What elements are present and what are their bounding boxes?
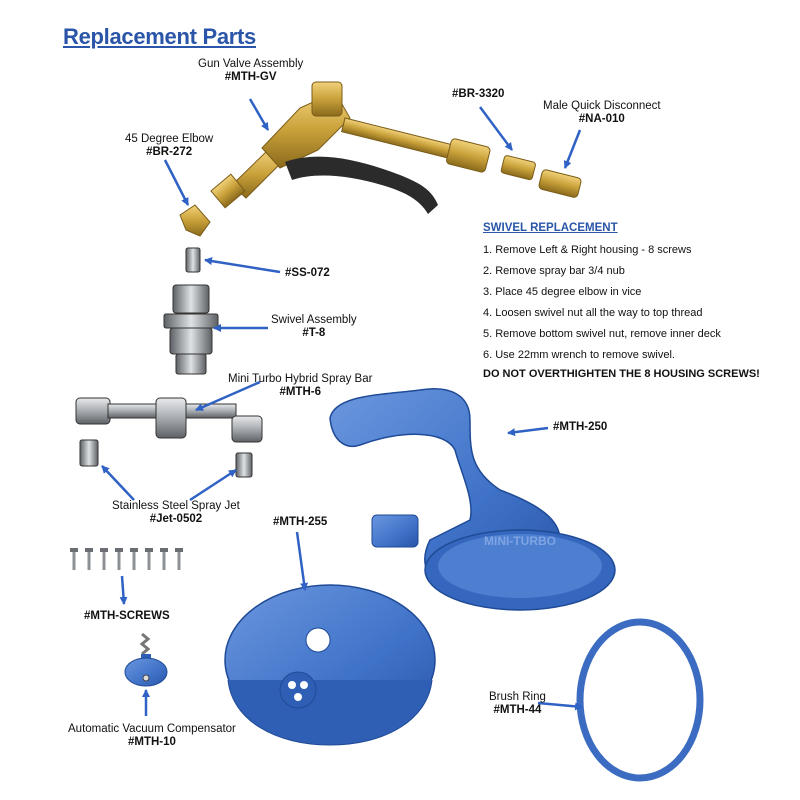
br-3320-fitting	[500, 155, 536, 181]
screw-icon	[160, 548, 168, 570]
instruction-step: 2. Remove spray bar 3/4 nub	[483, 265, 625, 277]
instructions-heading: SWIVEL REPLACEMENT	[483, 222, 618, 234]
spray-bar	[75, 397, 263, 443]
swivel-replacement-instructions: SWIVEL REPLACEMENT 1. Remove Left & Righ…	[483, 222, 783, 382]
label-br-3320: #BR-3320	[452, 88, 505, 100]
label-mth-screws: #MTH-SCREWS	[84, 610, 170, 622]
label-spray-bar: Mini Turbo Hybrid Spray Bar #MTH-6	[228, 373, 372, 399]
spray-jets	[79, 439, 253, 478]
brush-ring-name: Brush Ring	[489, 691, 546, 703]
callout-arrows	[101, 98, 583, 716]
swivel-assembly	[163, 284, 219, 375]
elbow-name: 45 Degree Elbow	[125, 133, 214, 145]
label-quick-disconnect: Male Quick Disconnect #NA-010	[543, 100, 661, 126]
screw-icon	[115, 548, 123, 570]
screw-icon	[70, 548, 78, 570]
instruction-step: 4. Loosen swivel nut all the way to top …	[483, 307, 703, 319]
label-mth-255: #MTH-255	[273, 516, 328, 528]
label-brush-ring: Brush Ring #MTH-44	[489, 691, 546, 717]
swivel-name: Swivel Assembly	[271, 314, 357, 326]
gun-valve-code: #MTH-GV	[224, 71, 277, 83]
screw-icon	[100, 548, 108, 570]
label-vacuum-compensator: Automatic Vacuum Compensator #MTH-10	[68, 723, 236, 749]
label-gun-valve: Gun Valve Assembly #MTH-GV	[198, 58, 303, 84]
vacuum-comp-name: Automatic Vacuum Compensator	[68, 723, 236, 735]
gun-valve-name: Gun Valve Assembly	[198, 58, 304, 70]
spray-jet-name: Stainless Steel Spray Jet	[112, 500, 240, 512]
screw-icon	[85, 548, 93, 570]
45-degree-elbow	[179, 204, 211, 237]
brush-ring	[576, 618, 704, 782]
brush-ring-code: #MTH-44	[493, 704, 542, 716]
quick-disconnect-name: Male Quick Disconnect	[543, 100, 661, 112]
label-swivel: Swivel Assembly #T-8	[271, 314, 357, 340]
vacuum-comp-code: #MTH-10	[127, 736, 176, 748]
spray-bar-name: Mini Turbo Hybrid Spray Bar	[228, 373, 373, 385]
instruction-step: 6. Use 22mm wrench to remove swivel.	[483, 349, 675, 361]
quick-disconnect-code: #NA-010	[578, 113, 625, 125]
screw-icon	[145, 548, 153, 570]
housing-screws	[70, 548, 183, 570]
screw-icon	[175, 548, 183, 570]
gun-valve-assembly	[210, 81, 491, 214]
instructions-warning: DO NOT OVERTHIGHTEN THE 8 HOUSING SCREWS…	[483, 368, 760, 380]
swivel-code: #T-8	[302, 327, 326, 339]
spray-bar-code: #MTH-6	[279, 386, 321, 398]
ss-072-nipple	[185, 247, 201, 273]
label-elbow: 45 Degree Elbow #BR-272	[125, 133, 213, 159]
vacuum-compensator	[124, 632, 168, 687]
instruction-step: 5. Remove bottom swivel nut, remove inne…	[483, 328, 721, 340]
instruction-step: 1. Remove Left & Right housing - 8 screw…	[483, 244, 692, 256]
male-quick-disconnect	[538, 169, 582, 198]
mth-255-deck	[224, 584, 436, 746]
label-spray-jet: Stainless Steel Spray Jet #Jet-0502	[112, 500, 240, 526]
label-ss-072: #SS-072	[285, 267, 330, 279]
label-mth-250: #MTH-250	[553, 421, 608, 433]
spray-jet-code: #Jet-0502	[149, 513, 203, 525]
screw-icon	[130, 548, 138, 570]
page-title: Replacement Parts	[63, 24, 256, 49]
mth-250-housing: MINI-TURBO	[329, 388, 616, 611]
elbow-code: #BR-272	[146, 146, 193, 158]
housing-emboss-text: MINI-TURBO	[484, 534, 556, 548]
instruction-step: 3. Place 45 degree elbow in vice	[483, 286, 642, 298]
